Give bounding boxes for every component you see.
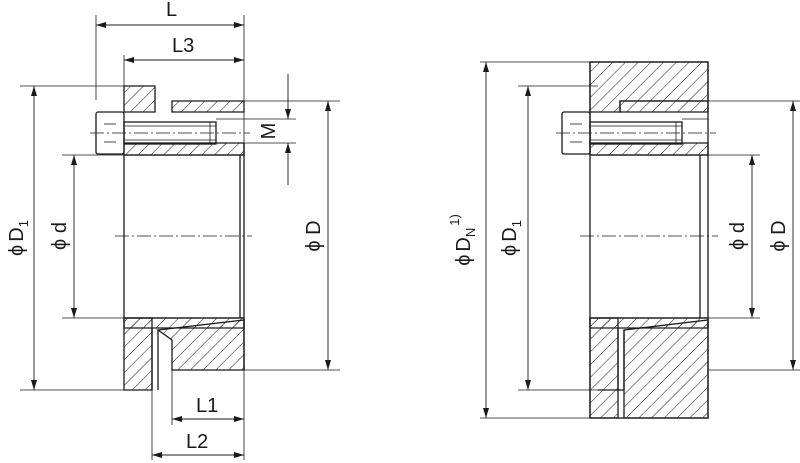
right-hatched-sections [589,61,709,419]
left-outlines [123,143,245,390]
right-dimension-lines [483,62,796,418]
svg-text:ϕD1: ϕD1 [6,220,31,256]
left-dimension-lines [31,22,331,458]
dim-label-D-left: ϕ D [303,220,325,251]
right-centerlines [556,132,718,237]
dim-label-L3: L3 [172,35,194,57]
dim-label-D1-left-phi: ϕ [6,245,28,256]
left-centerlines [90,132,252,237]
svg-text:ϕDN1): ϕDN1) [447,214,478,266]
dim-label-DN-sub: N [463,228,478,237]
dim-label-DN-sup: 1) [447,214,462,226]
dim-label-D1-left-D: D [6,227,28,241]
dim-label-L2: L2 [186,431,208,453]
dim-label-D1-right: ϕD1 [499,220,524,256]
dim-label-D1-left-sub: 1 [16,220,31,227]
dim-label-M: M [258,123,280,140]
dim-label-L: L [166,0,177,21]
right-outlines [589,61,709,419]
dim-label-D1-right-D: D [499,227,521,241]
dim-label-D1-right-sub: 1 [509,220,524,227]
dim-label-DN-D: D [453,237,475,251]
right-view: ϕDN1) ϕD1 ϕ d ϕ D [447,61,800,419]
dim-label-d-left: ϕ d [49,222,71,250]
dim-label-D1-right-phi: ϕ [499,245,521,256]
dim-label-d-right: ϕ d [727,222,749,250]
dim-label-DN-phi: ϕ [453,255,475,266]
dim-label-DN: ϕDN1) [447,214,478,266]
svg-text:ϕD1: ϕD1 [499,220,524,256]
dim-label-D-right: ϕ D [768,220,790,251]
dim-label-L1: L1 [196,395,218,417]
left-view: L L3 M ϕD1 ϕ d ϕ D L1 L2 [6,0,340,460]
left-hatched-sections [123,85,245,391]
dim-label-D1-left: ϕD1 [6,220,31,256]
